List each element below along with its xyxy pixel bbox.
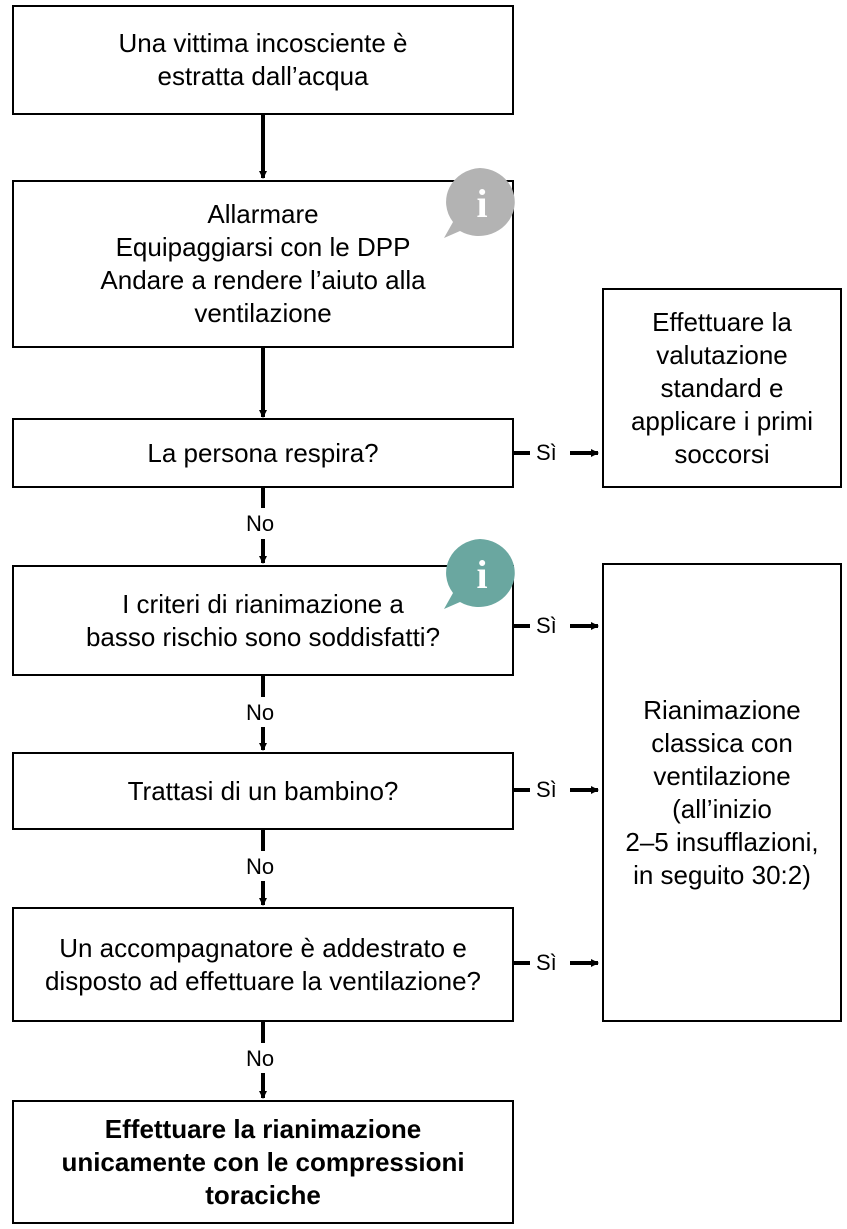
node-breathing-question: La persona respira? xyxy=(12,418,514,488)
label-yes-companion: Sì xyxy=(536,950,557,975)
node-standard-assessment-text: Effettuare la valutazione standard e app… xyxy=(630,306,814,469)
node-alarm: Allarmare Equipaggiarsi con le DPP Andar… xyxy=(12,180,514,348)
node-child-question: Trattasi di un bambino? xyxy=(12,752,514,830)
node-classic-resuscitation-text: Rianimazione classica con ventilazione (… xyxy=(625,694,819,890)
label-no-breathing: No xyxy=(246,511,275,536)
label-no-companion: No xyxy=(246,1046,275,1071)
node-compressions-only: Effettuare la rianimazione unicamente co… xyxy=(12,1100,514,1224)
info-icon[interactable]: i xyxy=(438,164,522,242)
info-icon[interactable]: i xyxy=(438,535,522,613)
node-classic-resuscitation: Rianimazione classica con ventilazione (… xyxy=(602,563,842,1022)
label-yes-criteria: Sì xyxy=(536,613,557,638)
info-glyph: i xyxy=(476,552,487,597)
node-alarm-text: Allarmare Equipaggiarsi con le DPP Andar… xyxy=(100,199,426,328)
label-yes-child: Sì xyxy=(536,777,557,802)
node-criteria-question: I criteri di rianimazione a basso rischi… xyxy=(12,565,514,676)
node-criteria-question-text: I criteri di rianimazione a basso rischi… xyxy=(85,588,441,652)
label-yes-breathing: Sì xyxy=(536,440,557,465)
info-bubble-shape xyxy=(444,539,515,609)
node-victim-extracted: Una vittima incosciente è estratta dall’… xyxy=(12,5,514,115)
info-glyph: i xyxy=(476,181,487,226)
node-victim-extracted-text: Una vittima incosciente è estratta dall’… xyxy=(118,28,408,91)
label-no-child: No xyxy=(246,854,275,879)
label-no-criteria: No xyxy=(246,700,275,725)
node-breathing-question-text: La persona respira? xyxy=(147,437,379,468)
node-companion-question-text: Un accompagnatore è addestrato e dispost… xyxy=(44,932,482,996)
info-bubble-shape xyxy=(444,168,515,238)
node-compressions-only-text: Effettuare la rianimazione unicamente co… xyxy=(61,1113,465,1210)
node-companion-question: Un accompagnatore è addestrato e dispost… xyxy=(12,907,514,1022)
node-standard-assessment: Effettuare la valutazione standard e app… xyxy=(602,288,842,488)
node-child-question-text: Trattasi di un bambino? xyxy=(127,775,399,806)
